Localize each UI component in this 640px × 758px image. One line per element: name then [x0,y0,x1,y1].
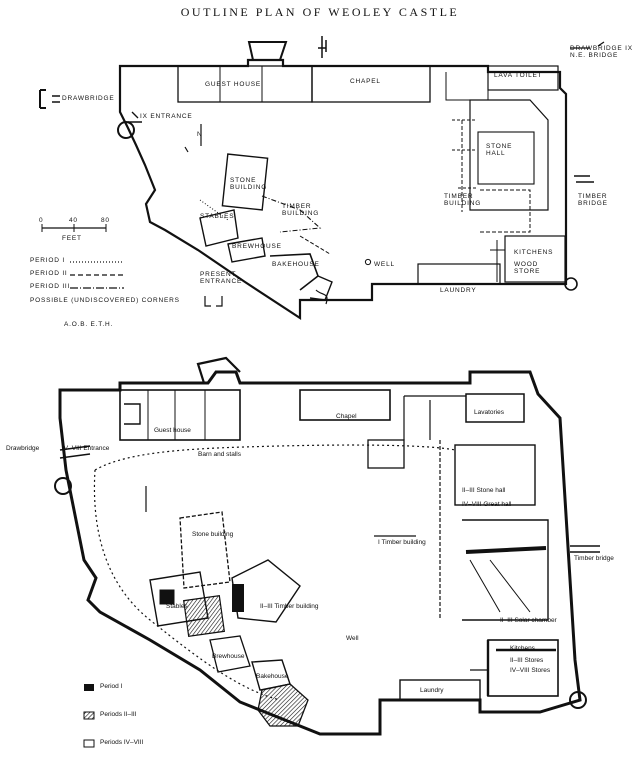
lower-laundry [399,679,481,701]
page-title: OUTLINE PLAN OF WEOLEY CASTLE [180,5,460,19]
lower-label-stores: II–III Stores [510,657,544,664]
lower-label-brewhouse: Brewhouse [212,653,245,660]
lower-curtain-wall [58,370,582,736]
lower-bakehouse-cluster [257,683,309,727]
upper-ne-tower [247,41,288,61]
lower-legend-periods-4-8: Periods IV–VIII [100,739,144,746]
lower-label-timber-building-right: I Timber building [378,539,426,546]
lower-label-stables: Stables [166,603,188,610]
lower-label-kitchens: Kitchens [510,645,535,652]
upper-label-timber-building-right: TIMBER BUILDING [444,193,482,207]
upper-label-timber-bridge: TIMBER BRIDGE [578,193,608,207]
upper-plan [39,36,605,321]
upper-scale-feet: FEET [62,235,82,242]
lower-label-timber-building-left: II–III Timber building [260,603,319,610]
upper-label-well: WELL [374,261,395,268]
lower-stone-building [179,511,231,589]
legend-swatch-lower-period-1 [84,684,94,691]
legend-swatch-lower-period-2 [83,711,95,720]
legend-label-period-1: PERIOD I [30,257,65,264]
upper-label-bakehouse: BAKEHOUSE [272,261,320,268]
upper-label-chapel: CHAPEL [350,78,381,85]
lower-label-wood-store: IV–VIII Stores [510,667,551,674]
upper-label-kitchens: KITCHENS [514,249,554,256]
legend-label-period-3: PERIOD III [30,283,71,290]
upper-label-present-entrance: PRESENT ENTRANCE [200,271,243,285]
upper-label-guest-house: GUEST HOUSE [205,81,261,88]
lower-label-drawbridge: Drawbridge [6,445,40,452]
lower-label-well: Well [346,635,359,642]
lower-label-solar-chamber: II–III Solar chamber [500,617,557,624]
upper-stone-building [221,153,269,211]
upper-label-stone-hall: STONE HALL [486,143,513,157]
upper-scale-tick-0: 0 [39,217,44,224]
upper-label-north: N [197,131,203,138]
legend-label-corners: POSSIBLE (UNDISCOVERED) CORNERS [30,297,180,304]
lower-label-stone-building: Stone building [192,531,234,538]
lower-chapel [299,389,391,421]
legend-label-period-2: PERIOD II [30,270,68,277]
upper-initials: A.O.B. E.T.H. [64,321,114,328]
lower-guest-house [119,389,241,441]
upper-label-entrance: IX ENTRANCE [140,113,193,120]
upper-stone-hall [477,131,535,185]
upper-kitchens [504,235,566,283]
upper-label-brewhouse: BREWHOUSE [232,243,282,250]
lower-label-lavatories: Lavatories [474,409,504,416]
lower-stone-hall [454,444,536,506]
lower-label-guest-house: Guest house [154,427,191,434]
lower-label-bakehouse: Bakehouse [256,673,289,680]
lower-legend-period-1: Period I [100,683,123,690]
upper-label-drawbridge: DRAWBRIDGE [62,95,115,102]
lower-label-timber-bridge: Timber bridge [574,555,614,562]
upper-scale-tick-40: 40 [69,217,78,224]
upper-chapel [311,65,431,103]
lower-label-great-hall: IV–VIII Great hall [462,501,512,508]
lower-lavatories [465,393,525,423]
lower-label-barn-stalls: Barn and stalls [198,451,241,458]
upper-label-timber-building-left: TIMBER BUILDING [282,203,320,217]
upper-label-ne-bridge: DRAWBRIDGE IX N.E. BRIDGE [570,45,633,59]
lower-plan [54,356,600,748]
lower-legend-periods-2-3: Periods II–III [100,711,137,718]
lower-label-stone-hall: II–III Stone hall [462,487,506,494]
upper-label-stone-building: STONE BUILDING [230,177,268,191]
lower-label-laundry: Laundry [420,687,444,694]
upper-laundry [417,263,501,285]
lower-label-chapel: Chapel [336,413,357,420]
legend-swatch-corners [204,296,223,307]
upper-label-lava-toilet: LAVA TOILET [494,72,543,79]
legend-swatch-lower-period-4 [83,739,95,748]
upper-curtain-wall [118,58,568,321]
upper-scale-tick-80: 80 [101,217,110,224]
upper-label-wood-store: WOOD STORE [514,261,541,275]
lower-label-entrance: IV–VIII Entrance [62,445,110,452]
upper-label-laundry: LAUNDRY [440,287,477,294]
lower-ne-tower [196,356,241,384]
upper-label-stables: STABLES [200,213,235,220]
